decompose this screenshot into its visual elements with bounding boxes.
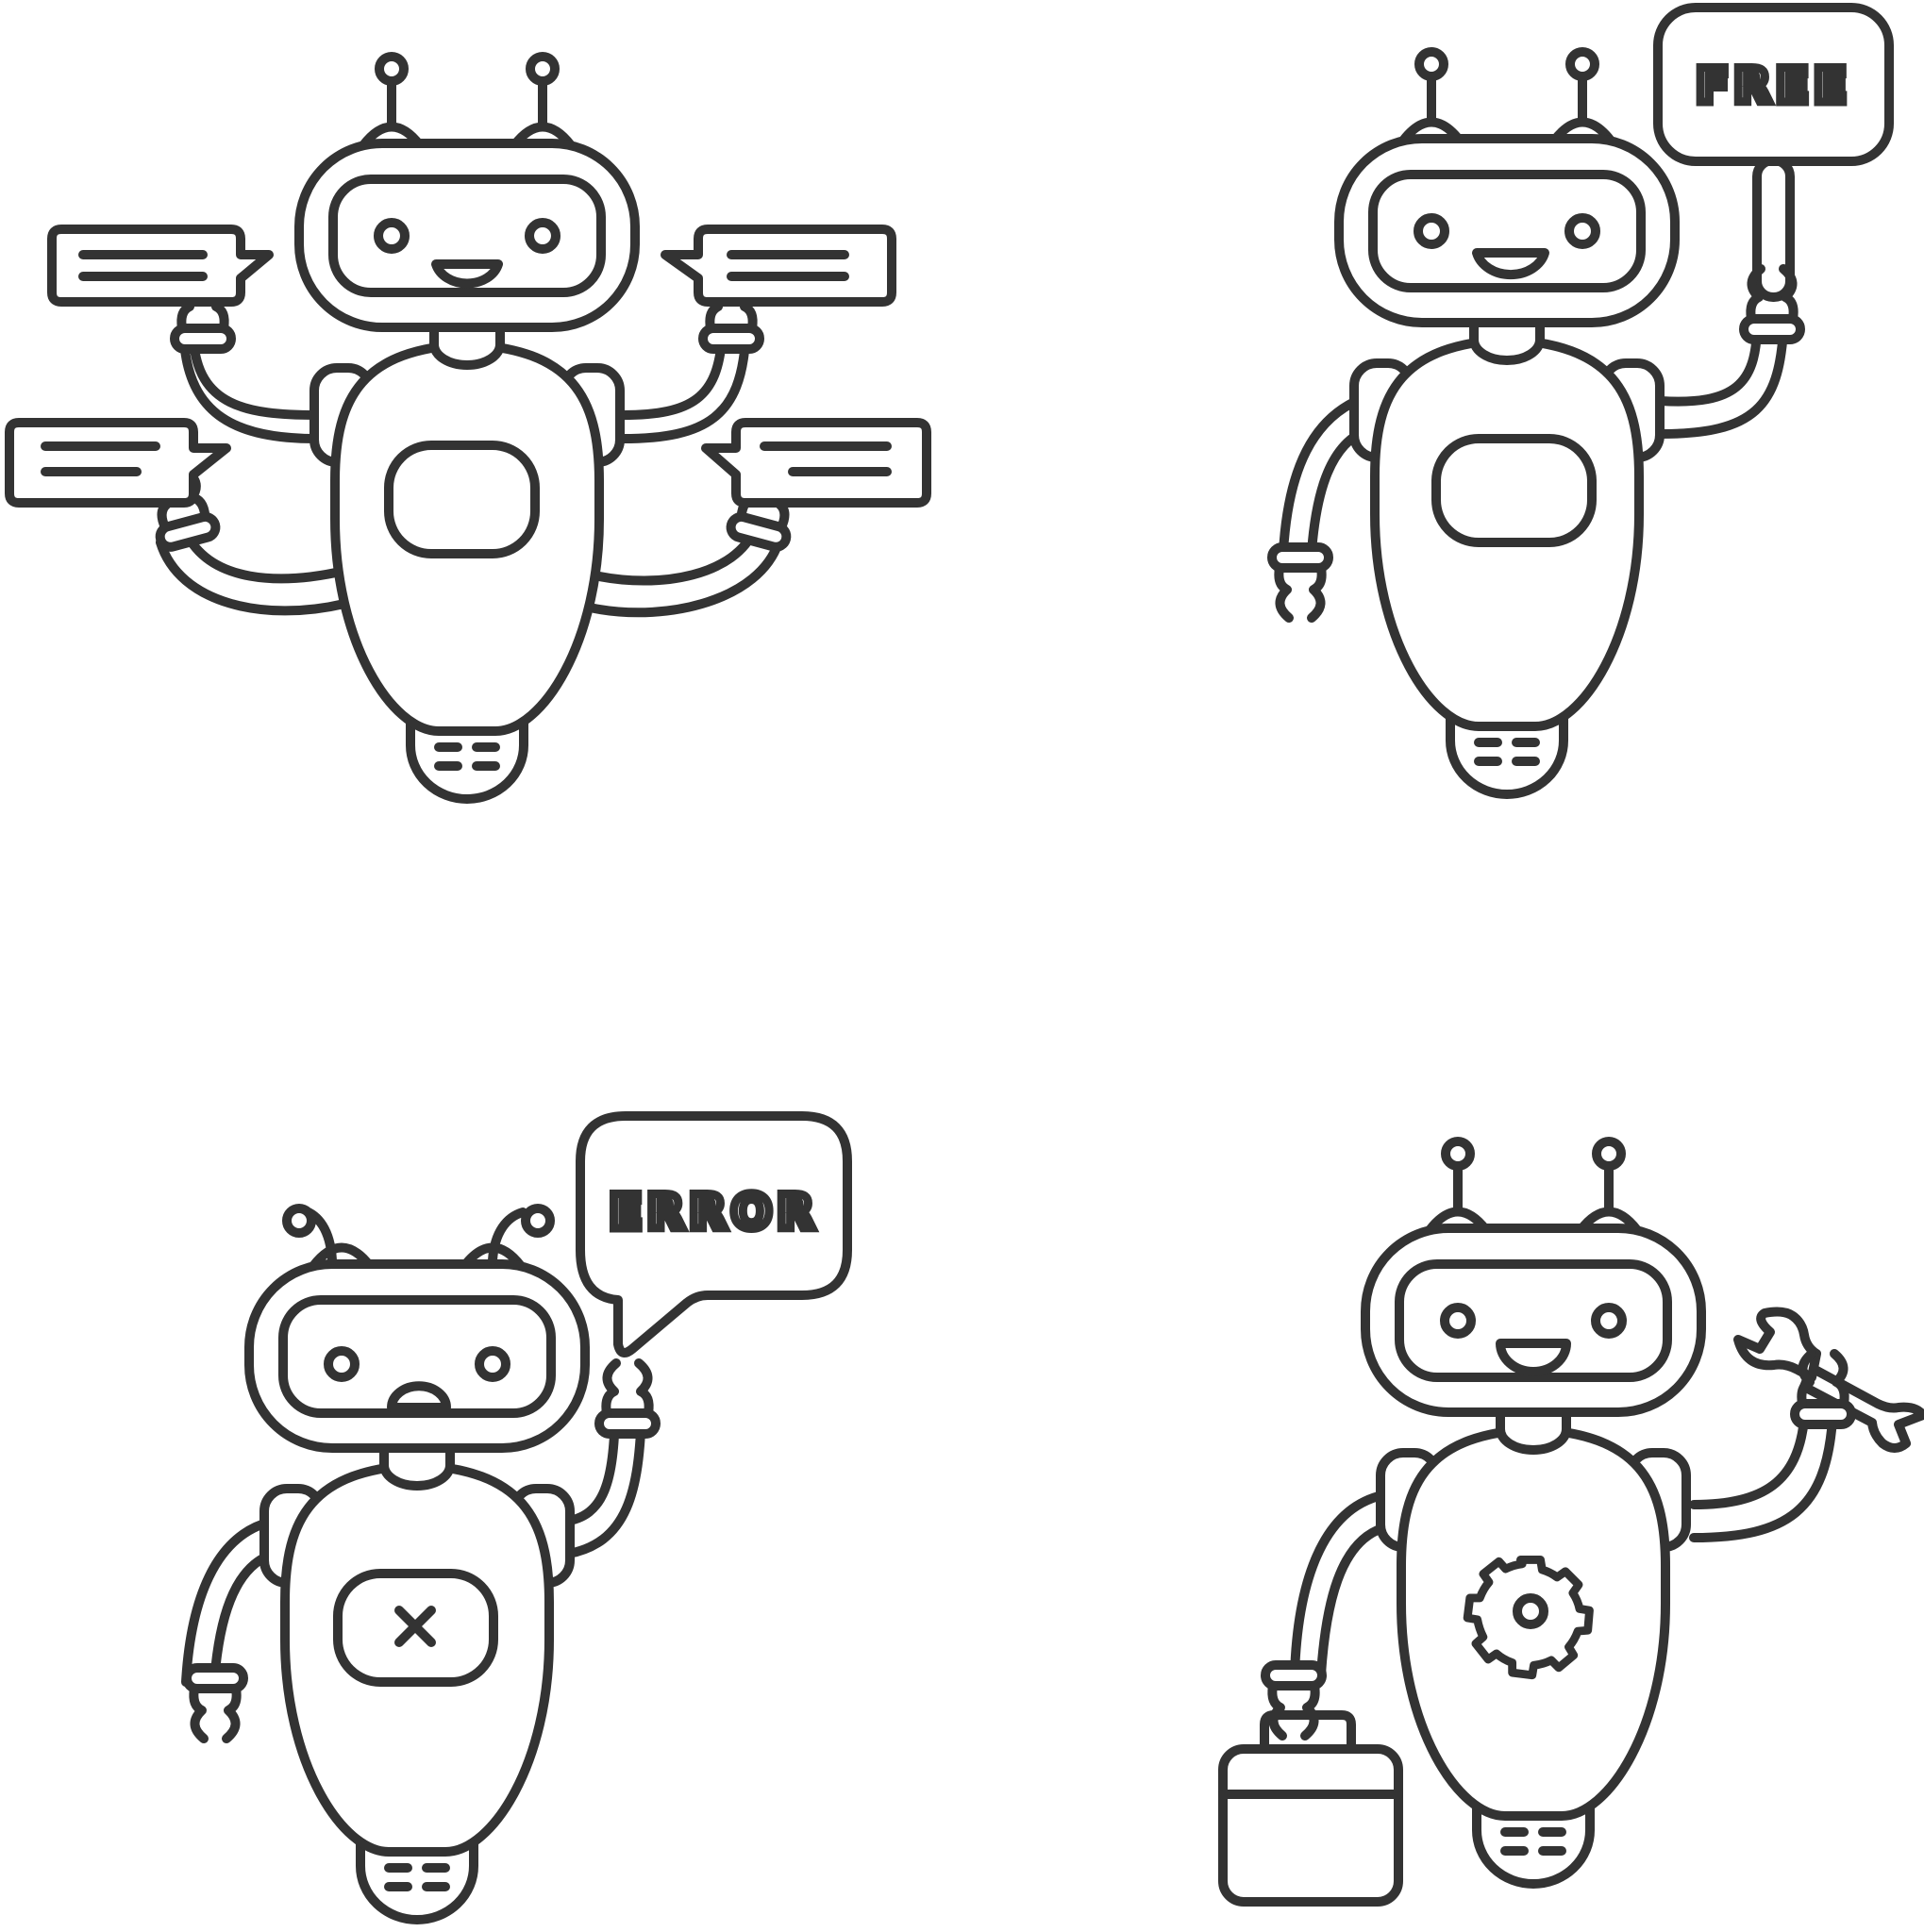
- smile-mouth: [1472, 248, 1549, 280]
- chatbot-repair-wrench-toolbox-icon: [1218, 1141, 1924, 1907]
- wrench-icon: [1733, 1307, 1924, 1453]
- error-speech-bubble: [576, 1111, 852, 1357]
- close-icon: [394, 1606, 436, 1647]
- chest-screen: [384, 441, 540, 558]
- free-sign-board: [1653, 3, 1894, 166]
- message-bubble-icon: [701, 418, 931, 508]
- message-bubble-icon: [5, 418, 231, 508]
- sad-mouth: [387, 1381, 451, 1412]
- free-sign-text: FREE: [1697, 58, 1852, 113]
- message-bubble-icon: [661, 225, 896, 307]
- error-bubble-text: ERROR: [610, 1185, 819, 1240]
- chatbot-error-message-icon: ERROR: [181, 1111, 852, 1924]
- chatbot-multiple-messages-icon: [5, 57, 931, 799]
- chest-screen: [1431, 434, 1597, 547]
- toolbox-icon: [1218, 1710, 1403, 1907]
- smile-mouth: [1496, 1339, 1571, 1376]
- chatbot-free-sign-icon: FREE: [1272, 3, 1894, 794]
- message-bubble-icon: [47, 225, 274, 307]
- gear-icon: [1463, 1556, 1594, 1680]
- smile-mouth: [431, 259, 503, 289]
